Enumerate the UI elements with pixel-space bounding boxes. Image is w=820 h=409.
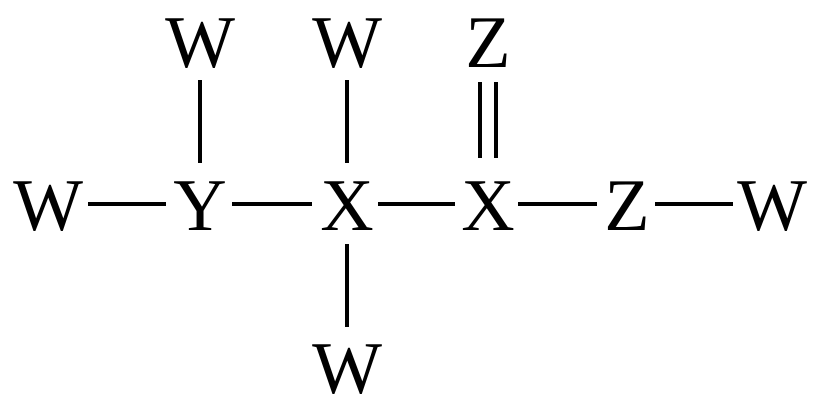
atom-w-top-1: W [165, 2, 235, 84]
atom-z-right: Z [604, 165, 649, 247]
atom-z-top: Z [465, 2, 510, 84]
atom-x-center-2: X [461, 165, 514, 247]
atom-w-top-2: W [312, 2, 382, 84]
atom-w-left: W [13, 165, 83, 247]
atom-x-center-1: X [320, 165, 373, 247]
atom-w-bottom: W [312, 328, 382, 409]
atom-w-right: W [737, 165, 807, 247]
atom-y-center: Y [173, 165, 226, 247]
bonds [88, 80, 733, 327]
atoms: W Y X X Z W W W Z W [13, 2, 807, 409]
